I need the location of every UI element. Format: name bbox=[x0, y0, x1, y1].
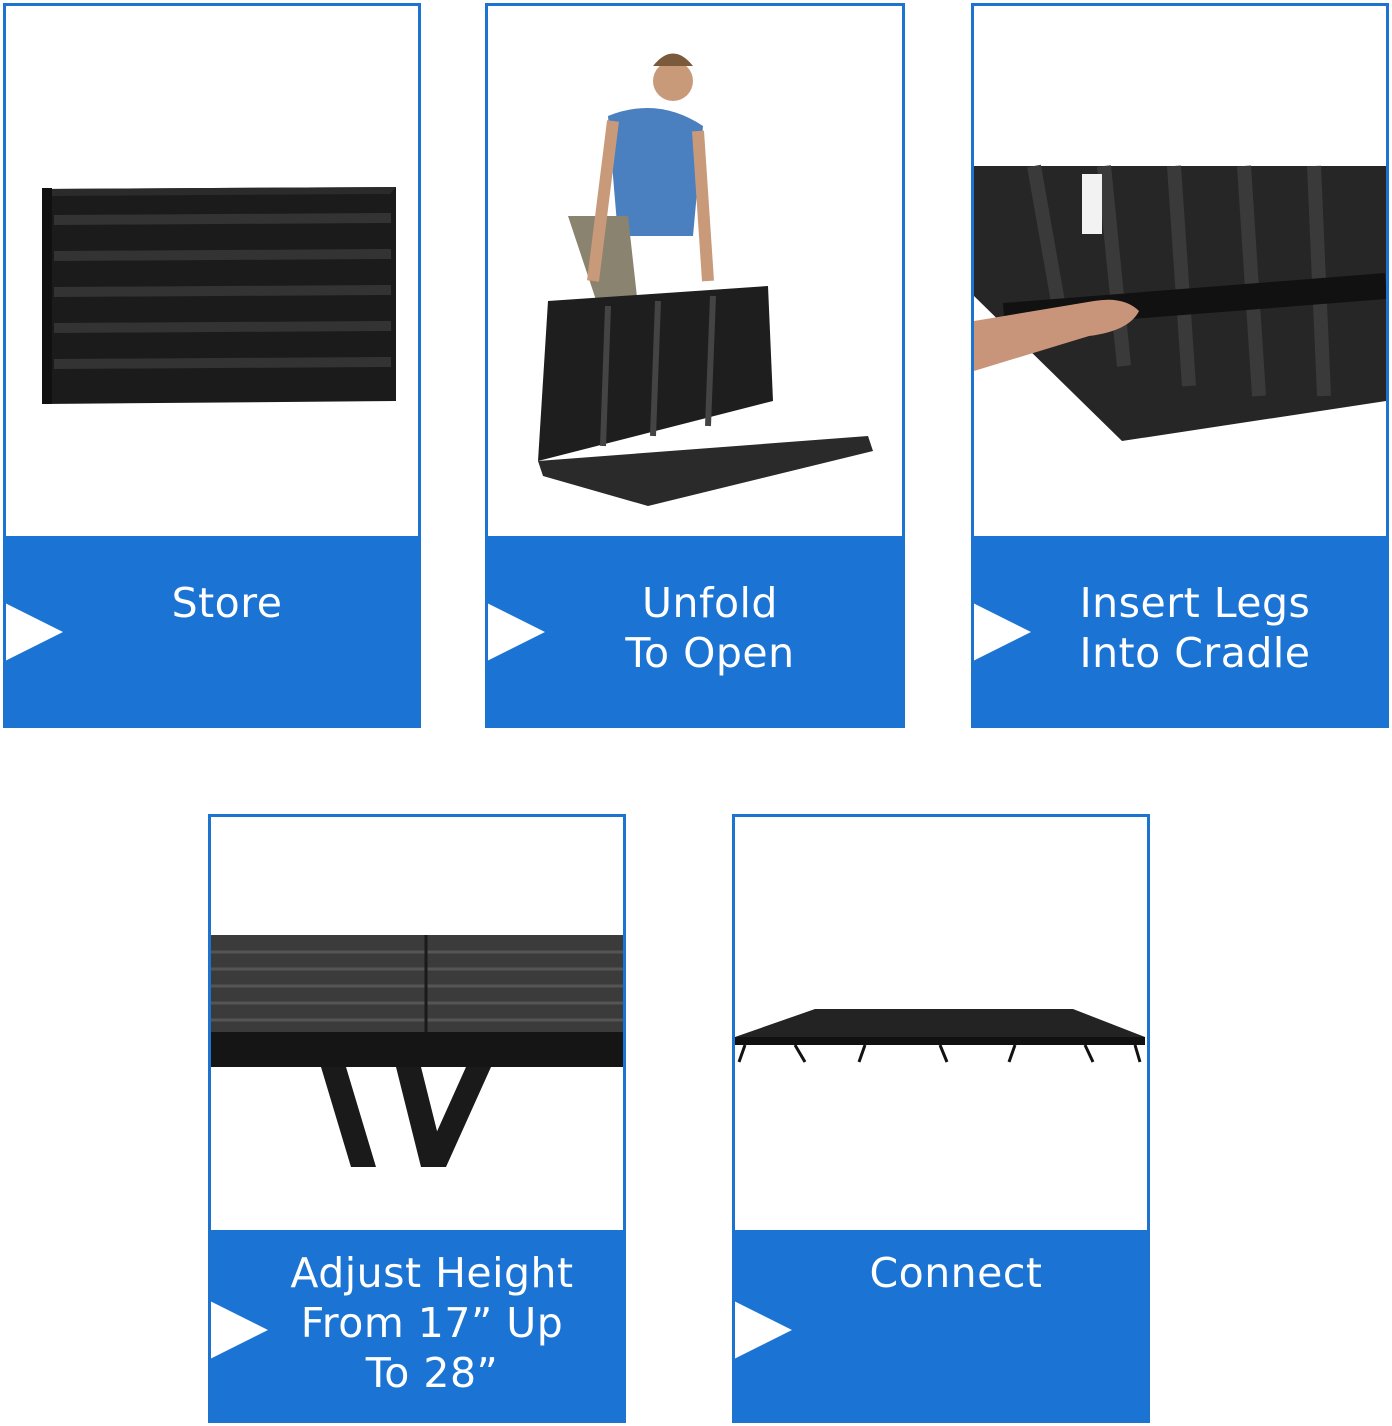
step-banner: Connect bbox=[735, 1230, 1147, 1420]
stage-underside-legs-image bbox=[974, 6, 1386, 538]
step-banner: Unfold To Open bbox=[488, 536, 902, 725]
arrow-notch bbox=[488, 602, 545, 662]
arrow-notch bbox=[974, 602, 1031, 662]
person-unfolding-stage-image bbox=[488, 6, 902, 538]
arrow-notch bbox=[735, 1300, 792, 1360]
arrow-notch bbox=[211, 1300, 268, 1360]
adjustable-legs-closeup-image bbox=[211, 817, 623, 1233]
folded-stage-panel-image bbox=[6, 6, 418, 538]
step-label: Adjust Height From 17” Up To 28” bbox=[290, 1249, 574, 1397]
step-card-connect: Connect bbox=[732, 814, 1150, 1423]
step-card-insert-legs: Insert Legs Into Cradle bbox=[971, 3, 1389, 728]
step-banner: Adjust Height From 17” Up To 28” bbox=[211, 1230, 623, 1420]
step-banner: Insert Legs Into Cradle bbox=[974, 536, 1386, 725]
step-card-adjust-height: Adjust Height From 17” Up To 28” bbox=[208, 814, 626, 1423]
step-label: Connect bbox=[869, 1249, 1043, 1297]
step-banner: Store bbox=[6, 536, 418, 725]
arrow-notch bbox=[6, 602, 63, 662]
step-card-unfold: Unfold To Open bbox=[485, 3, 905, 728]
step-label: Insert Legs Into Cradle bbox=[1079, 579, 1311, 677]
step-label: Store bbox=[171, 579, 283, 627]
connected-stage-platform-image bbox=[735, 817, 1147, 1233]
step-label: Unfold To Open bbox=[625, 579, 795, 677]
step-card-store: Store bbox=[3, 3, 421, 728]
